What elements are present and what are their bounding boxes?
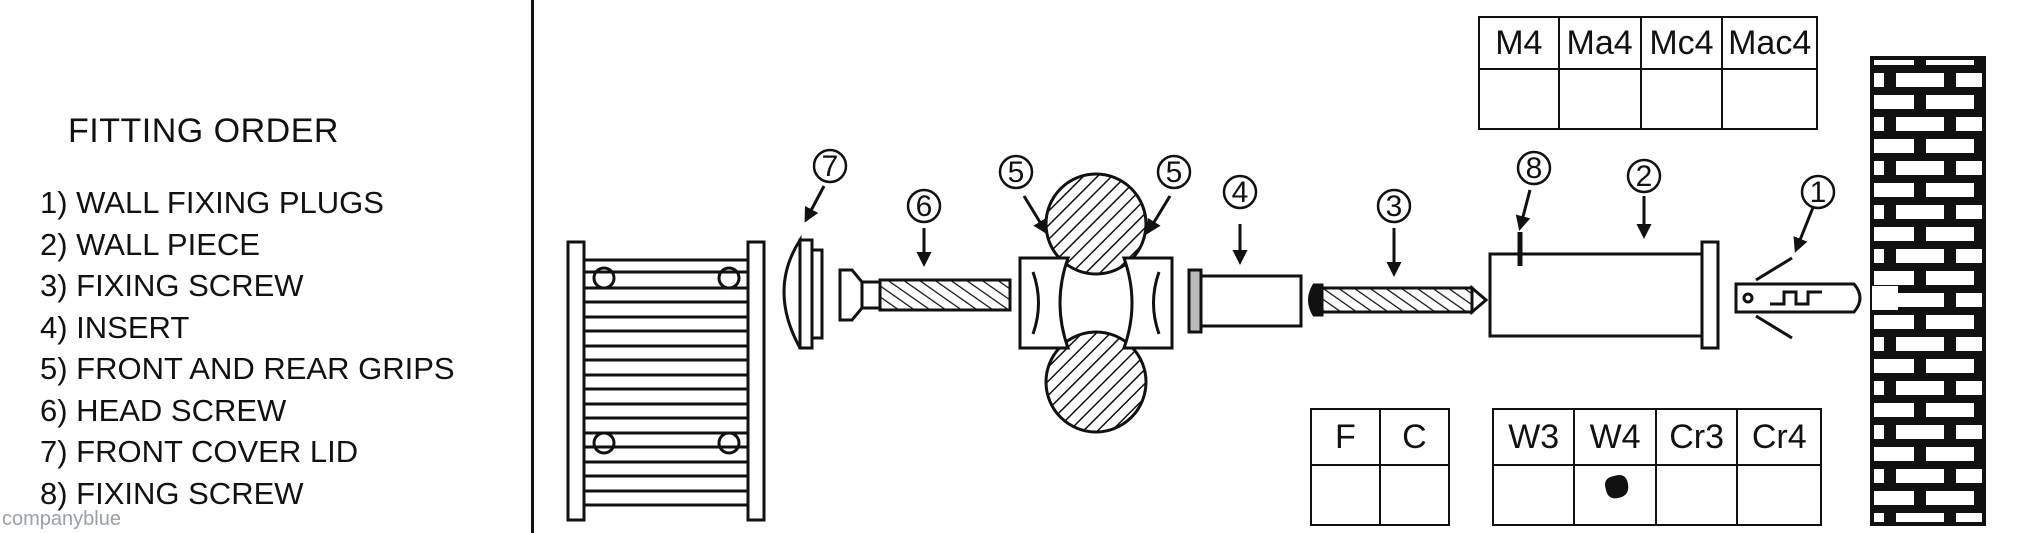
grip-assembly <box>1018 172 1174 434</box>
step-7: 7) FRONT COVER LID <box>40 434 359 469</box>
callout-3: 3 <box>1386 190 1403 223</box>
callout-5a-circle <box>998 154 1034 190</box>
finish-mc4: Mc4 <box>1639 16 1724 70</box>
wall-piece <box>1488 232 1720 350</box>
callout-5b: 5 <box>1166 156 1183 189</box>
finish-table: M4 Ma4 Mc4 Mac4 <box>1478 16 1818 130</box>
colour-cr3-box <box>1654 464 1739 526</box>
watermark: companyblue <box>2 508 121 530</box>
callout-2: 2 <box>1636 160 1653 193</box>
fitting-order-title: FITTING ORDER <box>68 112 339 150</box>
callout-6-circle <box>906 188 942 224</box>
colour-table: W3 W4 Cr3 Cr4 <box>1491 408 1822 526</box>
fitting-order-list: 1) WALL FIXING PLUGS 2) WALL PIECE 3) FI… <box>40 182 455 514</box>
finish-ma4: Ma4 <box>1557 16 1642 70</box>
wall-hole <box>1872 286 1898 310</box>
colour-w3-box <box>1491 464 1576 526</box>
fc-c: C <box>1378 408 1451 466</box>
callout-badges <box>812 148 1836 224</box>
finish-mac4: Mac4 <box>1721 16 1818 70</box>
fc-f-box <box>1310 464 1381 526</box>
callout-8-circle <box>1516 150 1552 186</box>
panel-divider <box>531 0 534 533</box>
callout-1: 1 <box>1810 176 1827 209</box>
insert <box>1187 268 1303 334</box>
finish-m4: M4 <box>1478 16 1560 70</box>
callout-3-circle <box>1376 188 1412 224</box>
colour-w4: W4 <box>1573 408 1657 466</box>
towel-rail <box>566 240 766 522</box>
callout-8: 8 <box>1526 152 1543 185</box>
callout-6: 6 <box>916 190 933 223</box>
fc-table: F C <box>1310 408 1451 526</box>
fixing-screw <box>1308 283 1489 317</box>
callout-4-circle <box>1222 174 1258 210</box>
step-6: 6) HEAD SCREW <box>40 392 287 428</box>
callout-1-circle <box>1800 174 1836 210</box>
fitting-order-panel: FITTING ORDER 1) WALL FIXING PLUGS 2) WA… <box>0 0 530 533</box>
fc-f: F <box>1310 408 1381 466</box>
callout-7: 7 <box>822 150 839 183</box>
callout-5a: 5 <box>1008 156 1025 189</box>
step-8: 8) FIXING SCREW <box>40 475 304 511</box>
step-1: 1) WALL FIXING PLUGS <box>40 185 384 220</box>
finish-mc4-box <box>1639 68 1724 130</box>
wall-plug <box>1734 256 1862 340</box>
finish-m4-box <box>1478 68 1560 130</box>
callout-4: 4 <box>1232 176 1249 209</box>
step-5: 5) FRONT AND REAR GRIPS <box>40 351 455 386</box>
colour-cr4: Cr4 <box>1736 408 1822 466</box>
step-2: 2) WALL PIECE <box>40 226 260 262</box>
callout-2-circle <box>1626 158 1662 194</box>
callout-5b-circle <box>1156 154 1192 190</box>
fc-c-box <box>1378 464 1451 526</box>
step-4: 4) INSERT <box>40 309 190 345</box>
head-screw <box>838 268 1012 322</box>
front-cover-lid <box>782 234 824 350</box>
colour-cr3: Cr3 <box>1654 408 1739 466</box>
colour-w4-box <box>1573 464 1657 526</box>
colour-w3: W3 <box>1491 408 1576 466</box>
colour-cr4-box <box>1736 464 1822 526</box>
callout-7-circle <box>812 148 848 184</box>
finish-mac4-box <box>1721 68 1818 130</box>
step-3: 3) FIXING SCREW <box>40 268 304 303</box>
finish-ma4-box <box>1557 68 1642 130</box>
